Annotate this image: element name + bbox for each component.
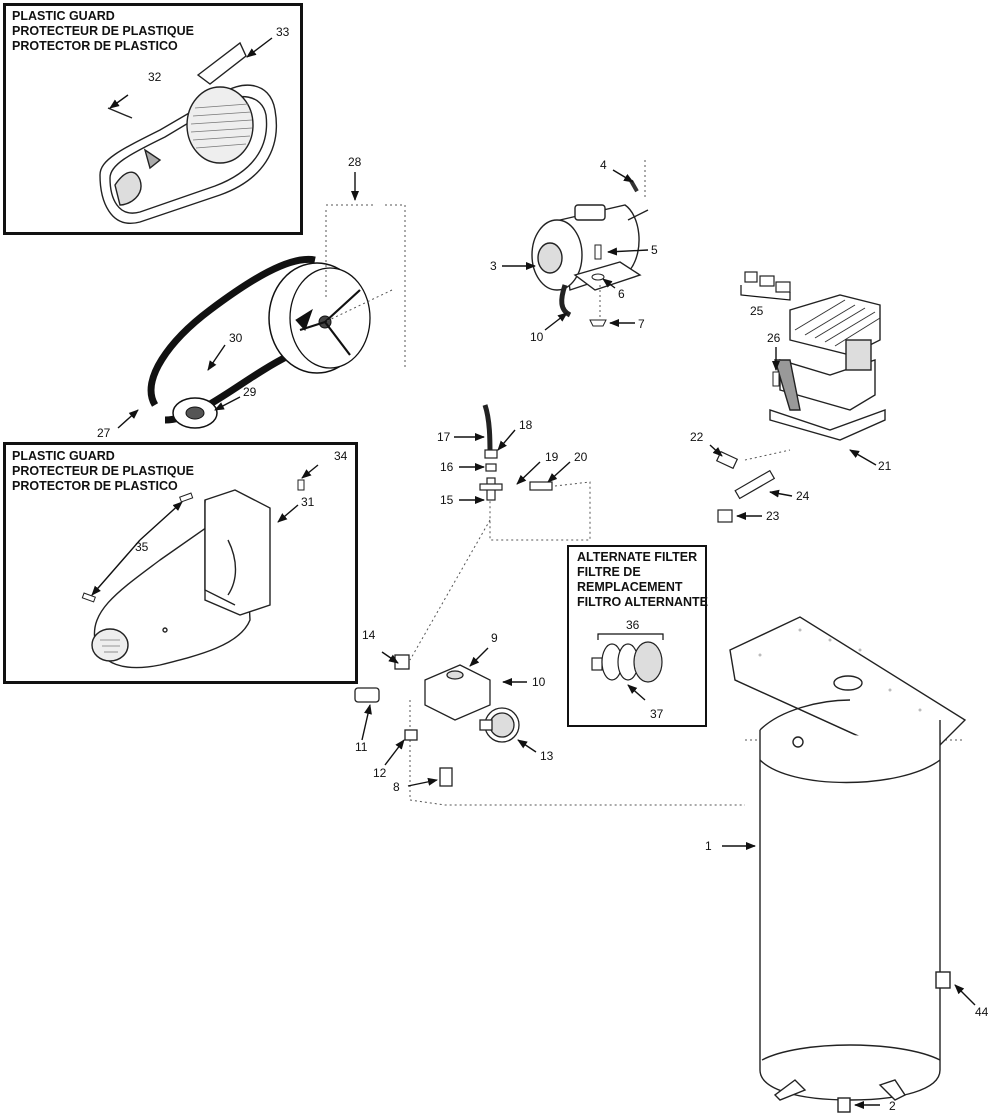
callout-26: 26	[767, 331, 781, 345]
callout-13: 13	[540, 749, 554, 763]
alternate-filter-title-fr-1: FILTRE DE	[577, 565, 641, 579]
callout-15: 15	[440, 493, 454, 507]
callout-23: 23	[766, 509, 780, 523]
valve-assembly-illustration	[479, 404, 553, 501]
alternate-filter-title: ALTERNATE FILTER FILTRE DE REMPLACEMENT …	[577, 550, 708, 610]
plastic-guard-bottom-illustration	[91, 489, 271, 669]
alternate-filter-box	[567, 545, 707, 727]
callout-20: 20	[574, 450, 588, 464]
callout-12: 12	[373, 766, 387, 780]
callout-19: 19	[545, 450, 559, 464]
callout-34: 34	[334, 449, 348, 463]
air-tank-illustration	[729, 616, 967, 1113]
motor-illustration	[531, 204, 649, 318]
callout-24: 24	[796, 489, 810, 503]
alternate-filter-title-fr-2: REMPLACEMENT	[577, 580, 683, 594]
plastic-guard-bottom-title-fr: PROTECTEUR DE PLASTIQUE	[12, 464, 194, 478]
pump-illustration	[769, 294, 886, 441]
plastic-guard-top-title: PLASTIC GUARD PROTECTEUR DE PLASTIQUE PR…	[12, 9, 194, 54]
callout-33: 33	[276, 25, 290, 39]
callout-35: 35	[135, 540, 149, 554]
callout-10-motor: 10	[530, 330, 544, 344]
callout-4: 4	[600, 158, 607, 172]
callout-6: 6	[618, 287, 625, 301]
alternate-filter-illustration	[591, 641, 663, 683]
callout-36: 36	[626, 618, 640, 632]
callout-5: 5	[651, 243, 658, 257]
callout-37: 37	[650, 707, 664, 721]
callout-18: 18	[519, 418, 533, 432]
callout-7: 7	[638, 317, 645, 331]
callout-25: 25	[750, 304, 764, 318]
callout-1: 1	[705, 839, 712, 853]
alternate-filter-title-en: ALTERNATE FILTER	[577, 550, 698, 564]
callout-17: 17	[437, 430, 451, 444]
plastic-guard-top-title-es: PROTECTOR DE PLASTICO	[12, 39, 178, 53]
callout-32: 32	[148, 70, 162, 84]
callout-21: 21	[878, 459, 892, 473]
plastic-guard-top-title-fr: PROTECTEUR DE PLASTIQUE	[12, 24, 194, 38]
plastic-guard-bottom-title: PLASTIC GUARD PROTECTEUR DE PLASTIQUE PR…	[12, 449, 194, 494]
pressure-switch-illustration	[354, 654, 520, 787]
plastic-guard-top-box	[3, 3, 303, 235]
fittings-25	[744, 271, 791, 293]
discharge-tube-illustration	[715, 450, 776, 523]
plastic-guard-bottom-title-en: PLASTIC GUARD	[12, 449, 115, 463]
callout-28: 28	[348, 155, 362, 169]
callout-3: 3	[490, 259, 497, 273]
callout-2: 2	[889, 1099, 896, 1113]
callout-10-switch: 10	[532, 675, 546, 689]
callout-9: 9	[491, 631, 498, 645]
callout-11: 11	[355, 740, 368, 754]
callout-22: 22	[690, 430, 704, 444]
callout-14: 14	[362, 628, 376, 642]
plastic-guard-bottom-title-es: PROTECTOR DE PLASTICO	[12, 479, 178, 493]
plastic-guard-bottom-box	[3, 442, 358, 684]
leader-lines	[324, 204, 406, 370]
plastic-guard-top-title-en: PLASTIC GUARD	[12, 9, 115, 23]
callout-30: 30	[229, 331, 243, 345]
callout-16: 16	[440, 460, 454, 474]
callout-27: 27	[97, 426, 111, 440]
alternate-filter-title-es: FILTRO ALTERNANTE	[577, 595, 708, 609]
callout-29: 29	[243, 385, 257, 399]
callout-31: 31	[301, 495, 315, 509]
callout-8: 8	[393, 780, 400, 794]
callout-44: 44	[975, 1005, 989, 1019]
plastic-guard-top-illustration	[99, 41, 277, 224]
belt-and-flywheel-illustration	[147, 255, 371, 429]
